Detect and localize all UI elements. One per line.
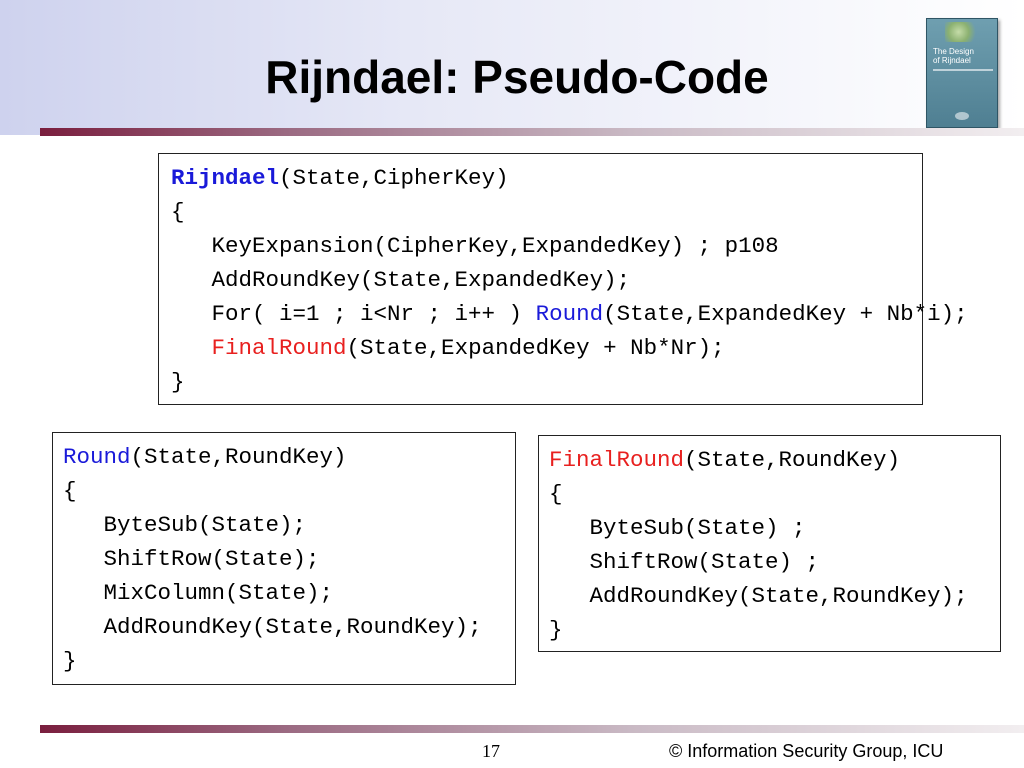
round-statement: ByteSub(State);	[63, 512, 307, 538]
add-round-key-line: AddRoundKey(State,ExpandedKey);	[171, 267, 631, 293]
slide-title: Rijndael: Pseudo-Code	[265, 51, 769, 103]
publisher-logo-icon	[955, 112, 969, 120]
header-band	[0, 0, 1024, 135]
final-round-call-indent	[171, 335, 212, 361]
for-loop-prefix: For( i=1 ; i<Nr ; i++ )	[171, 301, 536, 327]
final-round-code-box: FinalRound(State,RoundKey) { ByteSub(Sta…	[538, 435, 1001, 652]
final-round-signature-line: FinalRound(State,RoundKey)	[549, 443, 900, 477]
round-call-args: (State,ExpandedKey + Nb*i);	[603, 301, 968, 327]
round-statement: ShiftRow(State);	[63, 546, 320, 572]
book-cover-art-icon	[945, 22, 979, 42]
rijndael-close-brace: }	[171, 369, 185, 395]
final-round-statement: ByteSub(State) ;	[549, 515, 806, 541]
final-round-call-line: FinalRound(State,ExpandedKey + Nb*Nr);	[171, 331, 725, 365]
round-close-brace: }	[63, 648, 77, 674]
bottom-divider	[40, 725, 1024, 733]
round-statement: AddRoundKey(State,RoundKey);	[63, 614, 482, 640]
top-divider	[40, 128, 1024, 136]
final-round-close-brace: }	[549, 617, 563, 643]
page-number: 17	[482, 741, 500, 761]
rijndael-code-box: Rijndael(State,CipherKey) { KeyExpansion…	[158, 153, 968, 405]
book-cover-subtitle-line	[933, 69, 993, 71]
key-expansion-line: KeyExpansion(CipherKey,ExpandedKey) ; p1…	[171, 233, 779, 259]
round-signature-line: Round(State,RoundKey)	[63, 440, 347, 474]
final-round-statement: AddRoundKey(State,RoundKey);	[549, 583, 968, 609]
for-loop-line: For( i=1 ; i<Nr ; i++ ) Round(State,Expa…	[171, 297, 968, 331]
final-round-call-name: FinalRound	[211, 335, 347, 361]
final-round-open-brace: {	[549, 481, 563, 507]
round-code-box: Round(State,RoundKey) { ByteSub(State); …	[52, 432, 516, 685]
round-call-name: Round	[535, 301, 604, 327]
book-cover-image: The Design of Rijndael	[926, 18, 998, 128]
final-round-function-name: FinalRound	[549, 447, 685, 473]
book-cover-title: The Design of Rijndael	[933, 47, 974, 65]
final-round-statement: ShiftRow(State) ;	[549, 549, 820, 575]
round-params: (State,RoundKey)	[130, 444, 347, 470]
rijndael-signature-line: Rijndael(State,CipherKey)	[171, 161, 509, 195]
round-function-name: Round	[63, 444, 131, 470]
final-round-params: (State,RoundKey)	[684, 447, 901, 473]
round-open-brace: {	[63, 478, 77, 504]
rijndael-open-brace: {	[171, 199, 185, 225]
final-round-call-args: (State,ExpandedKey + Nb*Nr);	[346, 335, 725, 361]
rijndael-function-name: Rijndael	[171, 165, 280, 191]
rijndael-params: (State,CipherKey)	[279, 165, 509, 191]
copyright-notice: © Information Security Group, ICU	[669, 741, 944, 761]
round-statement: MixColumn(State);	[63, 580, 334, 606]
